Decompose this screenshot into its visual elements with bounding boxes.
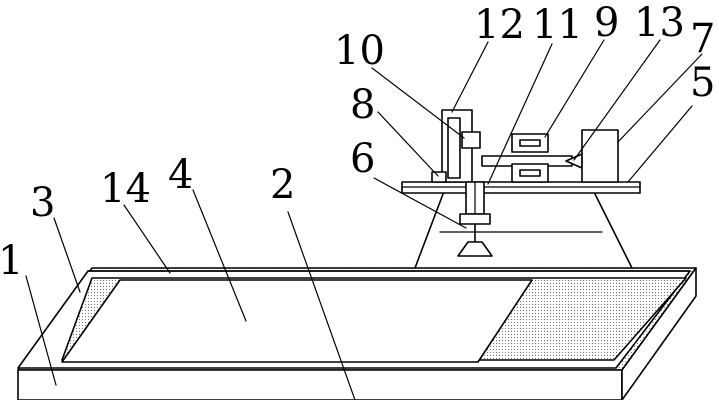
work-plate: [61, 279, 533, 363]
leader-9: [544, 39, 605, 138]
holder-plate: [459, 213, 491, 225]
box-9-upper-slot: [519, 139, 541, 147]
leader-2: [287, 211, 356, 400]
stand-right-leg: [594, 193, 633, 269]
label-12: 12: [474, 2, 525, 48]
leader-1: [25, 275, 57, 386]
label-3: 3: [30, 180, 55, 226]
leader-7: [617, 53, 703, 143]
base-front-face: [17, 369, 623, 400]
label-14: 14: [100, 166, 151, 212]
leader-13: [573, 39, 661, 161]
label-9: 9: [594, 0, 619, 46]
stand-left-leg: [414, 193, 444, 269]
suction-head: [457, 241, 493, 257]
reference-numerals: 1 2 3 4 5 6 7 8 9 10 11 12 13 14: [0, 0, 715, 284]
label-1: 1: [0, 238, 23, 284]
box-9-lower-slot: [519, 169, 541, 177]
leader-14: [123, 204, 171, 274]
label-8: 8: [350, 82, 375, 128]
label-13: 13: [634, 0, 685, 46]
leader-lines: [25, 39, 703, 400]
label-11: 11: [532, 2, 583, 48]
block-8: [431, 171, 447, 183]
leader-6: [373, 177, 467, 229]
leader-10: [371, 67, 465, 139]
label-10: 10: [334, 28, 385, 74]
leader-3: [53, 217, 81, 293]
base-side-face: [621, 267, 697, 400]
leader-12: [451, 41, 489, 113]
gantry-stand: [401, 181, 641, 269]
leader-8: [377, 111, 439, 177]
label-2: 2: [270, 162, 295, 208]
workbench-base: [17, 267, 697, 400]
label-5: 5: [690, 60, 715, 106]
leader-5: [627, 105, 693, 183]
label-7: 7: [690, 16, 715, 62]
block-10: [461, 131, 481, 149]
leader-11: [487, 43, 553, 185]
label-4: 4: [168, 152, 193, 198]
drive-mechanism: [431, 109, 619, 257]
leader-4: [192, 189, 247, 322]
motor-7: [581, 129, 619, 183]
label-6: 6: [350, 136, 375, 182]
